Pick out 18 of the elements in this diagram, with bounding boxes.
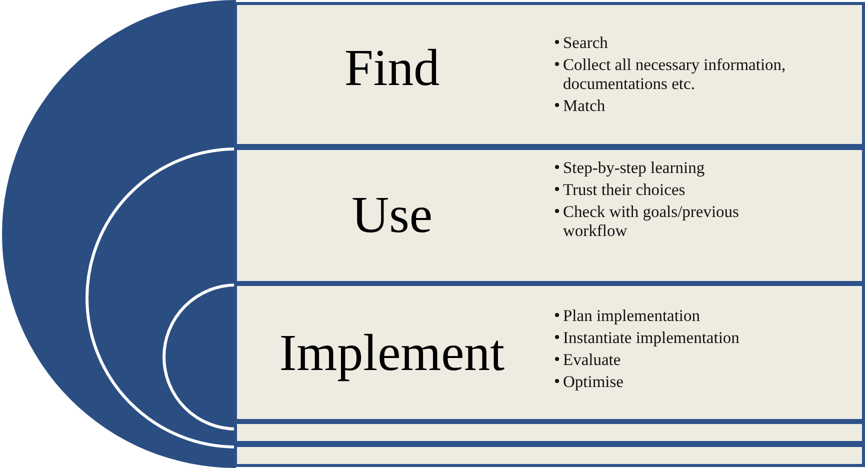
empty-strip (234, 421, 865, 444)
bullet-text: Search (563, 33, 608, 52)
bullet-text: Trust their choices (563, 180, 686, 199)
bullet-text: Step-by-step learning (563, 158, 705, 177)
bullet-text: Collect all necessary information, documentations etc. (563, 55, 787, 93)
bullet-text: Plan implementation (563, 306, 700, 325)
bullet-text: Match (563, 96, 606, 115)
bullet-text: Optimise (563, 372, 624, 391)
stage-heading: Implement (279, 328, 505, 380)
bullet-text: Evaluate (563, 350, 621, 369)
empty-strip (234, 444, 865, 467)
stage-heading: Use (352, 190, 432, 242)
stage-heading: Find (344, 43, 440, 95)
stage-panel (234, 283, 865, 422)
stage-panel (234, 2, 865, 147)
bullet-text: Instantiate implementation (563, 328, 740, 347)
stage-panel (234, 147, 865, 284)
bullet-text: Check with goals/previous workflow (563, 202, 740, 240)
